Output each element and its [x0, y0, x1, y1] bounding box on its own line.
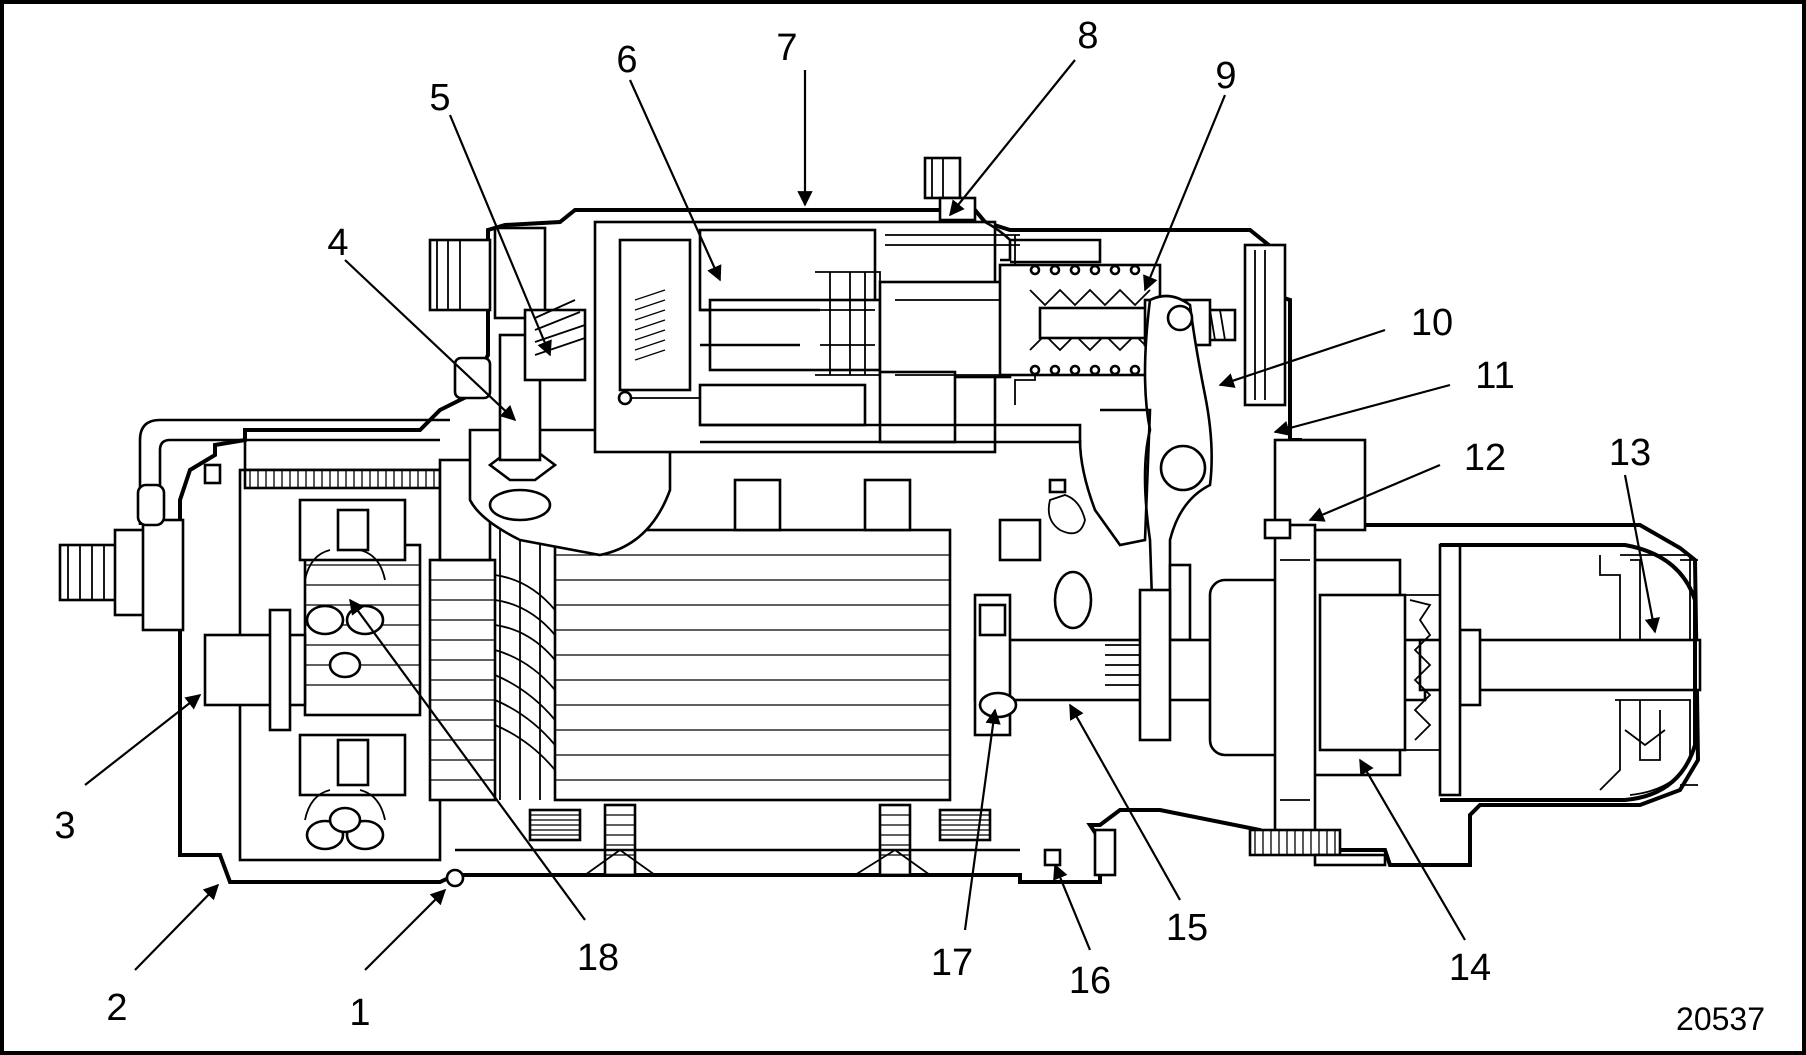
leader-line-5	[448, 114, 552, 357]
callout-11: 11	[1475, 355, 1514, 397]
callout-10: 10	[1411, 302, 1453, 344]
callout-17: 17	[931, 942, 973, 984]
leader-line-2	[134, 883, 220, 971]
leader-line-16	[1053, 863, 1092, 951]
callout-16: 16	[1069, 960, 1111, 1002]
callout-1: 1	[349, 992, 370, 1034]
leader-line-4	[344, 259, 517, 422]
leader-line-6	[628, 79, 722, 282]
leader-line-15	[1069, 703, 1181, 901]
leader-line-13	[1623, 474, 1660, 634]
leader-line-8	[949, 59, 1076, 217]
callout-3: 3	[54, 805, 75, 847]
leader-lines	[84, 59, 1660, 971]
callout-4: 4	[327, 222, 348, 264]
callout-6: 6	[616, 39, 637, 81]
leader-line-18	[349, 598, 586, 921]
figure-reference-number: 20537	[1676, 1001, 1765, 1037]
callout-13: 13	[1609, 432, 1651, 474]
callout-18: 18	[577, 937, 619, 979]
callout-7: 7	[776, 27, 797, 69]
callout-9: 9	[1215, 55, 1236, 97]
leader-line-17	[963, 708, 1001, 931]
starter-motor-drawing	[58, 156, 1702, 888]
leader-line-9	[1143, 94, 1227, 292]
leader-line-1	[364, 888, 447, 971]
callout-labels: 1 2 3 4 5 6 7 8 9 10 11 12 13 14 15 16 1…	[54, 15, 1651, 1034]
leader-line-10	[1218, 328, 1386, 388]
callout-2: 2	[106, 987, 127, 1029]
callout-12: 12	[1464, 437, 1506, 479]
leader-line-14	[1359, 758, 1466, 941]
leader-line-11	[1273, 383, 1451, 436]
callout-8: 8	[1077, 15, 1098, 57]
leader-line-3	[84, 694, 202, 786]
callout-14: 14	[1449, 947, 1491, 989]
leader-line-12	[1308, 463, 1441, 522]
callout-15: 15	[1166, 907, 1208, 949]
callout-5: 5	[429, 77, 450, 119]
